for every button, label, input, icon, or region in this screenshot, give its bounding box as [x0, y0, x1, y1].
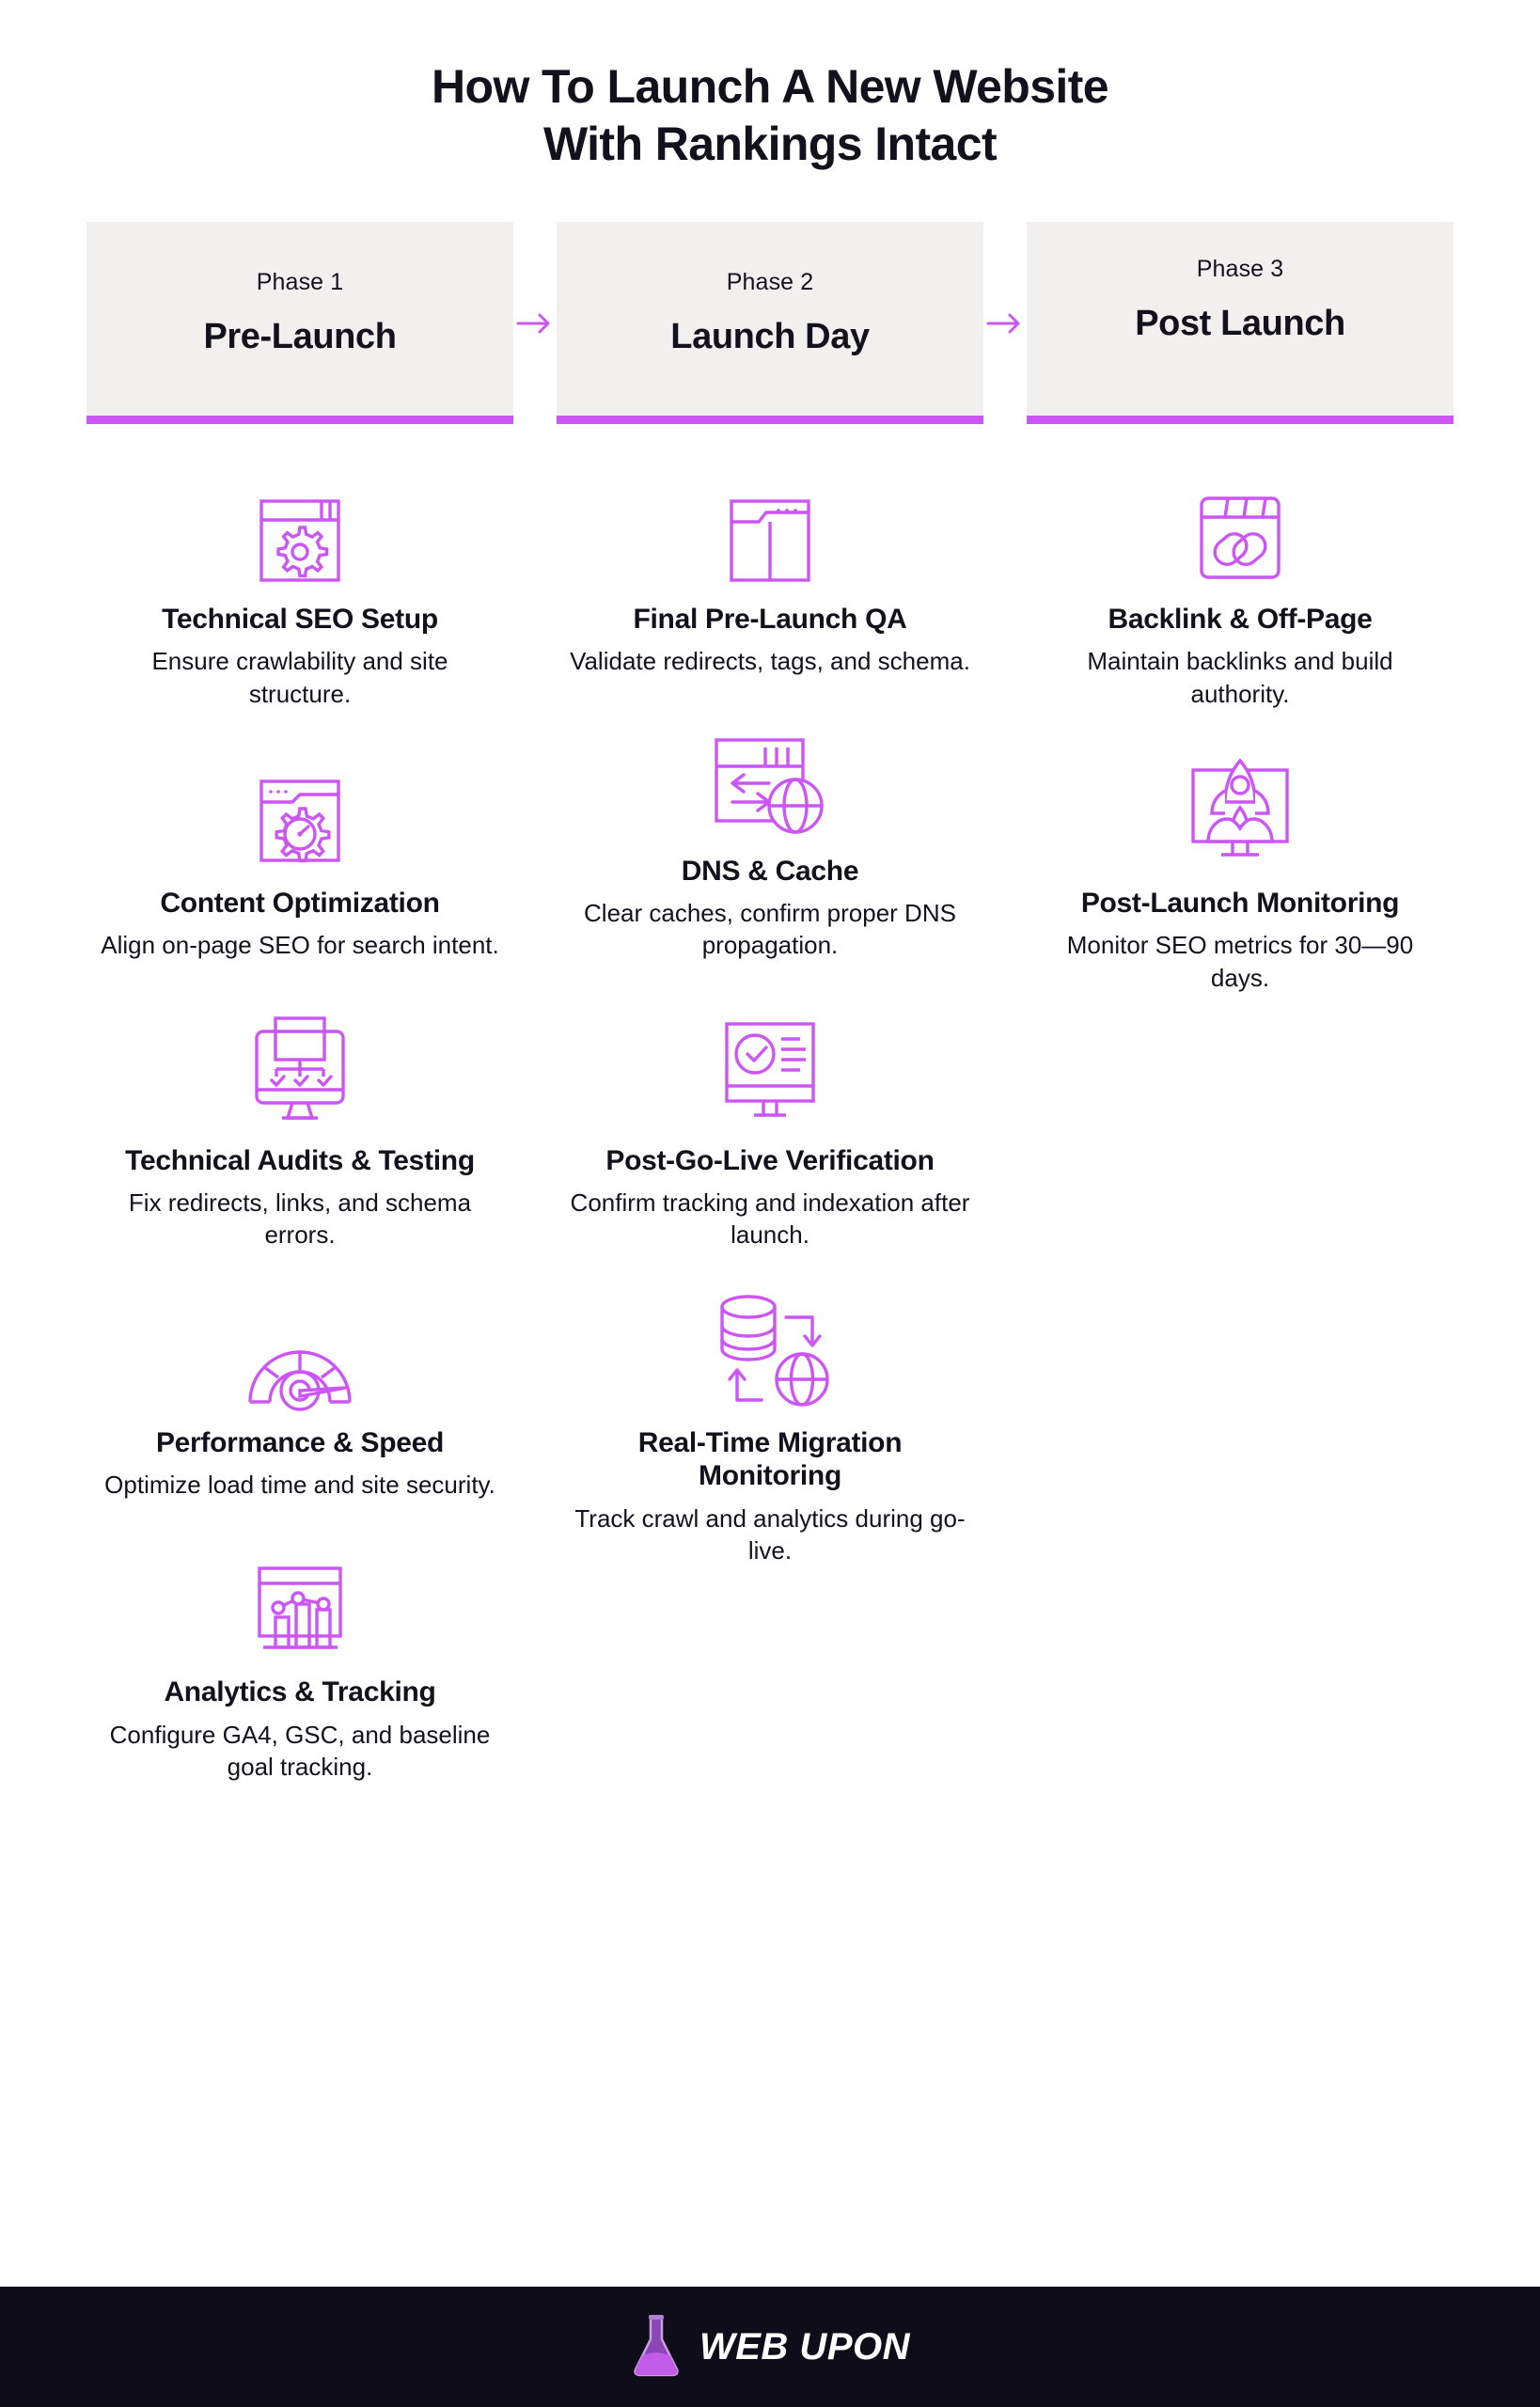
arrow-right-icon — [516, 311, 554, 336]
monitor-rocket-icon — [1040, 758, 1440, 872]
step-desc: Maintain backlinks and build authority. — [1087, 647, 1393, 708]
step-title: Analytics & Tracking — [164, 1676, 436, 1708]
phase-name-3: Post Launch — [1135, 304, 1345, 343]
step-desc: Validate redirects, tags, and schema. — [570, 647, 970, 676]
step-item: Technical Audits & Testing Fix redirects… — [86, 1016, 513, 1251]
database-globe-sync-icon — [570, 1295, 970, 1411]
speedometer-icon — [100, 1306, 500, 1411]
step-item: Backlink & Off-Page Maintain backlinks a… — [1027, 482, 1454, 710]
step-title: Content Optimization — [160, 888, 440, 920]
phase-header-row: Phase 1 Pre-Launch Phase 2 Launch Day Ph… — [86, 222, 1454, 424]
phase-kicker-2: Phase 2 — [726, 269, 814, 295]
step-item: DNS & Cache Clear caches, confirm proper… — [557, 734, 983, 962]
step-desc: Optimize load time and site security. — [104, 1471, 495, 1500]
monitor-check-list-icon — [570, 1022, 970, 1129]
step-desc: Monitor SEO metrics for 30—90 days. — [1066, 931, 1414, 992]
step-title: Backlink & Off-Page — [1108, 604, 1373, 635]
step-title: Technical Audits & Testing — [125, 1144, 475, 1176]
step-title: Post-Launch Monitoring — [1080, 888, 1400, 920]
step-desc: Track crawl and analytics during go-live… — [574, 1503, 966, 1565]
step-item: Post-Go-Live Verification Confirm tracki… — [557, 1022, 983, 1251]
step-desc: Confirm tracking and indexation after la… — [570, 1188, 970, 1250]
step-title: Final Pre-Launch QA — [633, 604, 907, 635]
browser-layout-icon — [570, 482, 970, 588]
window-transfer-globe-icon — [570, 734, 970, 840]
step-item: Performance & Speed Optimize load time a… — [86, 1306, 513, 1502]
step-title: Technical SEO Setup — [162, 604, 438, 635]
step-item: Analytics & Tracking Configure GA4, GSC,… — [86, 1555, 513, 1783]
step-desc: Clear caches, confirm proper DNS propaga… — [584, 899, 956, 960]
column-post-launch: Backlink & Off-Page Maintain backlinks a… — [1027, 424, 1454, 994]
phase-kicker-3: Phase 3 — [1196, 256, 1284, 282]
browser-bar-chart-icon — [100, 1555, 500, 1660]
step-item: Final Pre-Launch QA Validate redirects, … — [557, 482, 983, 678]
phase-name-1: Pre-Launch — [203, 317, 397, 356]
monitor-sitemap-check-icon — [100, 1016, 500, 1129]
browser-link-icon — [1040, 482, 1440, 588]
phase-arrow-1-wrap — [513, 222, 557, 424]
step-title: Performance & Speed — [155, 1426, 445, 1458]
step-title: Post-Go-Live Verification — [605, 1144, 935, 1176]
step-title: Real-Time Migration Monitoring — [637, 1426, 903, 1492]
phase-card-1: Phase 1 Pre-Launch — [86, 222, 513, 424]
step-title: DNS & Cache — [681, 855, 859, 887]
footer-bar: WEB UPON — [0, 2287, 1540, 2407]
step-desc: Configure GA4, GSC, and baseline goal tr… — [109, 1720, 491, 1782]
title-line-2: With Rankings Intact — [542, 118, 998, 170]
step-item: Real-Time Migration Monitoring Track cra… — [557, 1295, 983, 1566]
phase-card-2: Phase 2 Launch Day — [557, 222, 983, 424]
brand-name: WEB UPON — [699, 2325, 910, 2368]
phase-arrow-2-wrap — [983, 222, 1027, 424]
phase-card-3: Phase 3 Post Launch — [1027, 222, 1454, 424]
phase-name-2: Launch Day — [670, 317, 870, 356]
step-item: Content Optimization Align on-page SEO f… — [86, 766, 513, 962]
step-item: Technical SEO Setup Ensure crawlability … — [86, 482, 513, 710]
step-desc: Align on-page SEO for search intent. — [101, 931, 499, 960]
phase-kicker-1: Phase 1 — [256, 269, 344, 295]
column-launch-day: Final Pre-Launch QA Validate redirects, … — [557, 424, 983, 1566]
step-desc: Ensure crawlability and site structure. — [151, 647, 448, 708]
arrow-right-icon — [986, 311, 1024, 336]
column-pre-launch: Technical SEO Setup Ensure crawlability … — [86, 424, 513, 1783]
browser-gear-icon — [100, 482, 500, 588]
step-columns: Technical SEO Setup Ensure crawlability … — [86, 424, 1454, 1783]
step-desc: Fix redirects, links, and schema errors. — [128, 1188, 472, 1250]
page-title: How To Launch A New Website With Ranking… — [0, 0, 1540, 173]
flask-logo-icon — [630, 2311, 683, 2383]
step-item: Post-Launch Monitoring Monitor SEO metri… — [1027, 758, 1454, 994]
browser-gear-gauge-icon — [100, 766, 500, 872]
title-line-1: How To Launch A New Website — [432, 60, 1109, 113]
